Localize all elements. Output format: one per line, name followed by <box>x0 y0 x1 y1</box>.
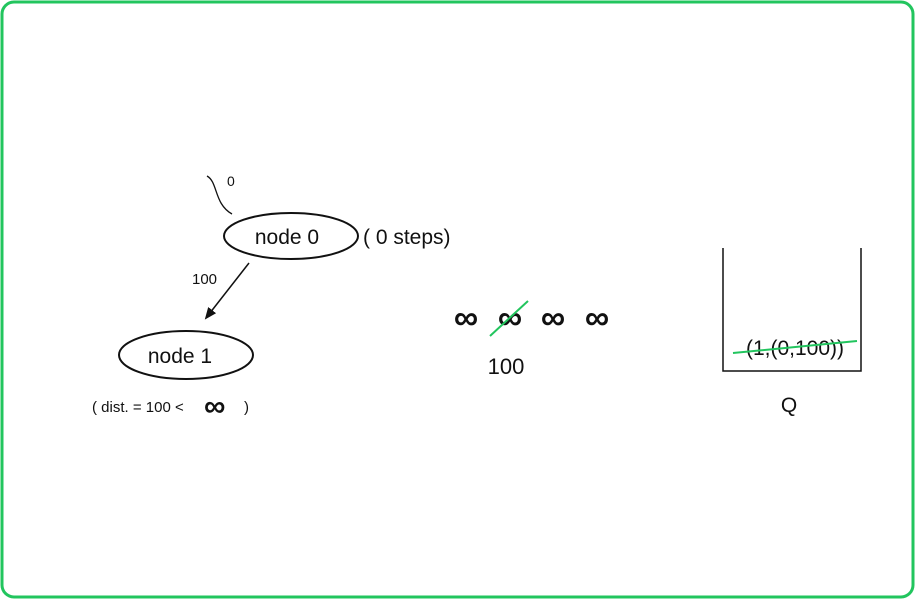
node-1-note-infinity: ∞ <box>204 390 225 423</box>
node-0-label: node 0 <box>255 226 319 249</box>
dist-array: ∞ ∞ ∞ ∞ <box>454 299 609 337</box>
start-label: 0 <box>227 173 235 189</box>
queue-item-strike <box>732 340 858 354</box>
queue-container <box>722 248 862 372</box>
dist-symbol-2: ∞ <box>541 299 565 337</box>
node-0 <box>223 212 359 260</box>
node-1-label: node 1 <box>148 345 212 368</box>
node-1 <box>118 330 254 380</box>
start-curve <box>206 175 233 215</box>
dist-strike <box>489 300 529 337</box>
edge-weight-label: 100 <box>192 271 217 288</box>
dist-updated-value: 100 <box>488 354 525 379</box>
node-0-note: ( 0 steps) <box>363 226 451 249</box>
queue-label: Q <box>781 394 797 417</box>
node-1-note-prefix: ( dist. = 100 < <box>92 399 184 416</box>
dist-symbol-0: ∞ <box>454 299 478 337</box>
node-1-note-suffix: ) <box>244 399 249 416</box>
dist-symbol-3: ∞ <box>585 299 609 337</box>
queue-item: (1,(0,100)) <box>746 337 844 360</box>
edge-0-to-1 <box>204 262 250 320</box>
